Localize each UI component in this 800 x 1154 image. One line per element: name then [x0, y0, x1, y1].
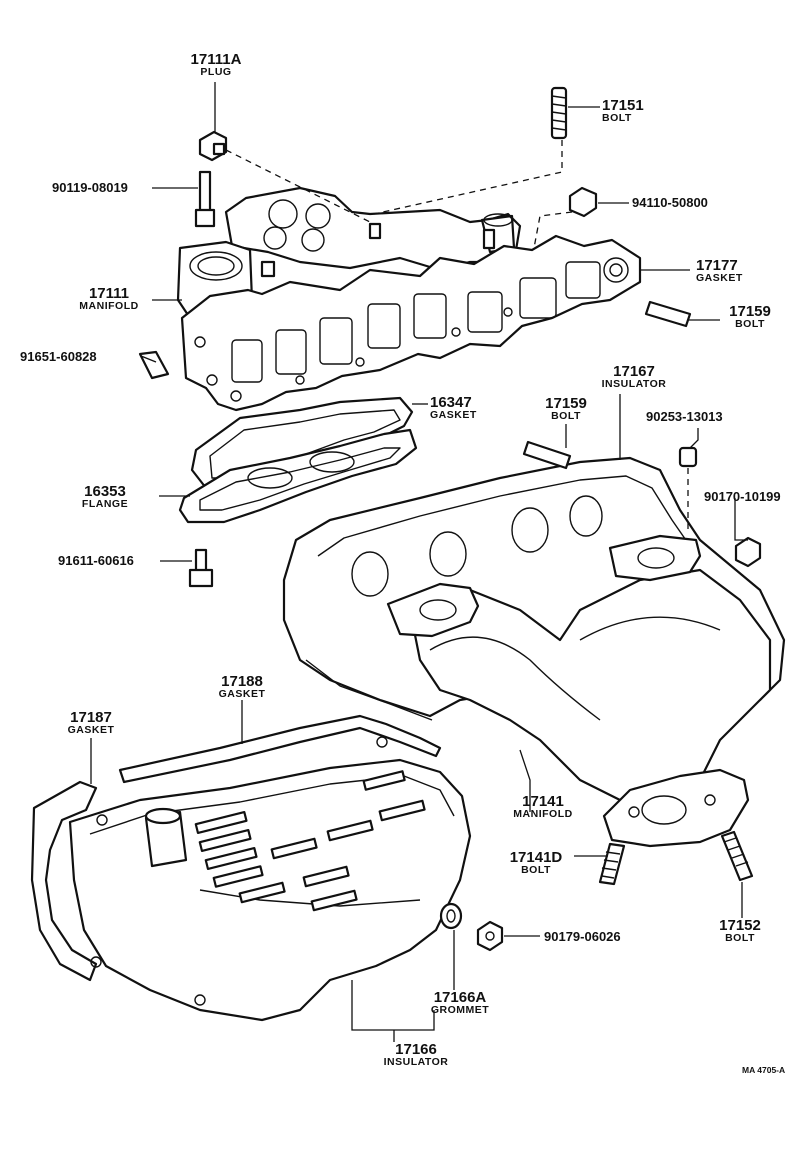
part-number: 17187	[70, 709, 112, 726]
label-90119-08019: 90119-08019	[52, 180, 128, 195]
fasteners	[138, 86, 762, 952]
part-number: 17166	[395, 1041, 437, 1058]
part-name: GASKET	[696, 272, 743, 284]
label-17166A: 17166A GROMMET	[418, 990, 502, 1016]
label-91651-60828: 91651-60828	[20, 349, 97, 364]
part-name: FLANGE	[81, 498, 129, 510]
part-name: GASKET	[218, 688, 266, 700]
part-number: 16347	[430, 394, 472, 411]
label-94110-50800: 94110-50800	[632, 195, 708, 210]
label-17141D: 17141D BOLT	[498, 850, 574, 876]
part-name: BOLT	[602, 112, 632, 124]
part-name: BOLT	[551, 410, 581, 422]
part-number: 17166A	[433, 989, 487, 1006]
part-number: 17151	[602, 97, 644, 114]
label-17152: 17152 BOLT	[710, 918, 770, 944]
part-name: INSULATOR	[601, 378, 667, 390]
part-name: MANIFOLD	[513, 808, 573, 820]
label-90253-13013: 90253-13013	[646, 409, 723, 424]
flange-gasket-assembly	[178, 396, 418, 524]
label-90170-10199: 90170-10199	[704, 489, 781, 504]
part-number: 17141	[522, 793, 564, 810]
exhaust-manifold	[282, 456, 786, 848]
part-number: 17111	[88, 285, 130, 302]
part-name: BOLT	[725, 932, 755, 944]
part-name: GROMMET	[430, 1004, 490, 1016]
intake-manifold	[176, 186, 642, 412]
label-17159-middle: 17159 BOLT	[536, 396, 596, 422]
label-17141: 17141 MANIFOLD	[500, 794, 586, 820]
label-17159-upper: 17159 BOLT	[720, 304, 780, 330]
part-name: MANIFOLD	[79, 300, 139, 312]
part-name: BOLT	[521, 864, 551, 876]
label-91611-60616: 91611-60616	[58, 553, 134, 568]
part-number: 17111A	[190, 51, 242, 68]
part-name: INSULATOR	[383, 1056, 449, 1068]
part-name: GASKET	[67, 724, 115, 736]
part-number: 16353	[84, 483, 126, 500]
part-number: 17167	[613, 363, 655, 380]
label-17187: 17187 GASKET	[58, 710, 124, 736]
part-name: GASKET	[430, 409, 477, 421]
diagram-code: MA 4705-A	[742, 1065, 786, 1075]
part-number: 17177	[696, 257, 738, 274]
label-17151: 17151 BOLT	[602, 98, 644, 124]
assembly-lines	[225, 140, 689, 530]
part-name: BOLT	[735, 318, 765, 330]
label-17177: 17177 GASKET	[696, 258, 743, 284]
label-17167: 17167 INSULATOR	[590, 364, 678, 390]
label-16353: 16353 FLANGE	[74, 484, 136, 510]
label-16347: 16347 GASKET	[430, 395, 477, 421]
label-17111: 17111 MANIFOLD	[66, 286, 152, 312]
part-number: 17152	[719, 917, 761, 934]
leader-lines	[90, 82, 748, 1042]
label-17166: 17166 INSULATOR	[370, 1042, 462, 1068]
label-17111A: 17111A PLUG	[184, 52, 248, 78]
label-90179-06026: 90179-06026	[544, 929, 621, 944]
part-number: 17141D	[509, 849, 563, 866]
label-17188: 17188 GASKET	[206, 674, 278, 700]
part-number: 17159	[729, 303, 771, 320]
part-name: PLUG	[200, 66, 232, 78]
part-number: 17159	[545, 395, 587, 412]
part-number: 17188	[221, 673, 263, 690]
lower-insulator-assembly	[30, 714, 472, 1022]
